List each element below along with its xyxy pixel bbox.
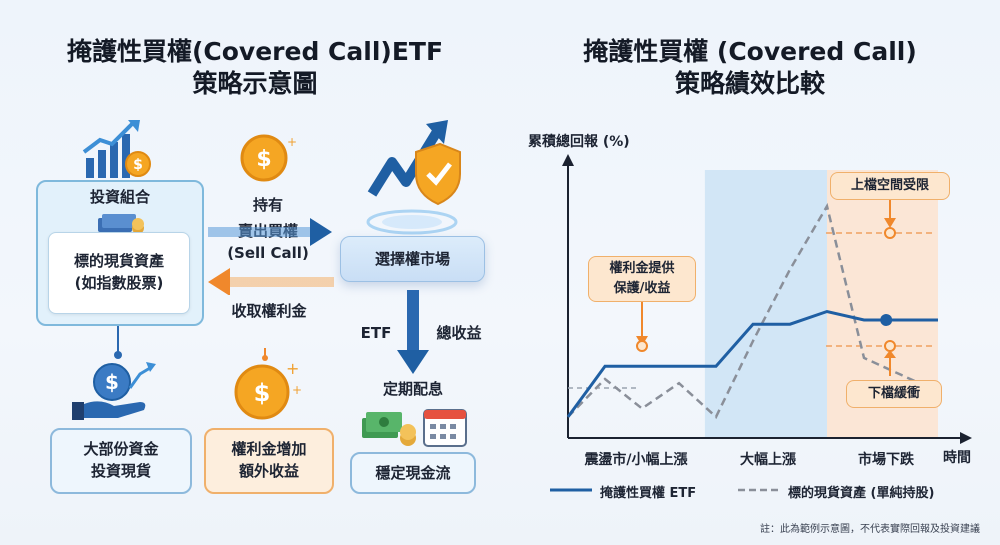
right-title-line1: 掩護性買權 (Covered Call): [583, 37, 917, 66]
left-title-line1: 掩護性買權(Covered Call)ETF: [66, 37, 444, 66]
legend-label-cc: 掩護性買權 ETF: [600, 486, 697, 501]
svg-text:$: $: [256, 147, 271, 172]
capital-line2: 投資現貨: [90, 462, 151, 480]
money-stack-icon: [98, 214, 144, 234]
svg-text:+: +: [287, 135, 296, 149]
chart-ylabel: 累積總回報 (%): [528, 134, 630, 150]
region-label-rise: 大幅上漲: [740, 452, 796, 468]
series-line-covered-call: [566, 309, 938, 418]
premium-callout-line2: 保護/收益: [613, 281, 671, 296]
disclaimer-note: 註：此為範例示意圖，不代表實際回報及投資建議: [760, 524, 980, 535]
svg-text:$: $: [105, 370, 119, 394]
legend-swatch-spot: [738, 488, 780, 492]
sell-arrow-head: [310, 218, 332, 246]
upside-callout: 上檔空間受限: [830, 172, 950, 200]
portfolio-connector: [114, 326, 122, 359]
growth-chart-icon: $: [82, 120, 151, 178]
premium-line1: 權利金增加: [231, 440, 307, 458]
capital-label: 大部份資金 投資現貨: [50, 438, 192, 482]
cashflow-label: 穩定現金流: [375, 464, 451, 482]
premium-coin-icon: $ + +: [234, 348, 302, 420]
downside-callout: 下檔緩衝: [846, 380, 942, 408]
coin-icon: $ +: [240, 134, 296, 182]
left-title: 掩護性買權(Covered Call)ETF 策略示意圖: [20, 36, 490, 100]
region-label-range: 震盪市/小幅上漲: [584, 452, 688, 468]
legend-label-spot: 標的現貨資產 (單純持股): [788, 486, 935, 501]
premium-callout: 權利金提供 保護/收益: [588, 256, 696, 302]
asset-card: [48, 232, 190, 314]
svg-text:$: $: [254, 379, 271, 407]
premium-arrow-head: [208, 268, 230, 295]
cash-calendar-icon: [362, 409, 467, 447]
right-title: 掩護性買權 (Covered Call) 策略績效比較: [530, 36, 970, 100]
options-market-box: [340, 236, 485, 282]
asset-line1: 標的現貨資產: [73, 252, 164, 270]
etf-label: ETF: [360, 324, 392, 342]
distribution-label: 定期配息: [382, 380, 443, 398]
hand-dollar-icon: $: [72, 362, 156, 420]
premium-callout-line1: 權利金提供: [609, 261, 675, 276]
downside-callout-text: 下檔緩衝: [867, 386, 920, 401]
x-axis-arrow: [960, 432, 972, 444]
left-title-line2: 策略示意圖: [192, 69, 318, 98]
downside-callout-arrowhead: [884, 350, 896, 358]
downside-marker: [884, 340, 896, 352]
upside-callout-arrowhead: [884, 218, 896, 228]
total-return-label: 總收益: [436, 324, 482, 342]
asset-label: 標的現貨資產 (如指數股票): [48, 250, 190, 294]
collect-premium-label: 收取權利金: [231, 302, 307, 320]
premium-marker: [636, 340, 648, 352]
shield-growth-icon: [366, 120, 461, 235]
svg-text:$: $: [133, 157, 143, 173]
capital-line1: 大部份資金: [83, 440, 159, 458]
series-line-spot: [567, 202, 939, 419]
capital-card: [50, 428, 192, 494]
upside-marker: [884, 227, 896, 239]
flow-arrows: [208, 218, 334, 295]
asset-line2: (如指數股票): [74, 274, 164, 292]
svg-text:+: +: [292, 383, 302, 397]
market-label: 選擇權市場: [374, 250, 450, 268]
premium-card: [204, 428, 334, 494]
region-label-fall: 市場下跌: [858, 452, 914, 468]
down-arrow-icon: [397, 290, 429, 374]
premium-label: 權利金增加 額外收益: [204, 438, 334, 482]
hold-label: 持有: [252, 196, 283, 214]
y-axis-arrow: [562, 154, 574, 166]
portfolio-label: 投資組合: [89, 188, 150, 206]
cashflow-card: [350, 452, 476, 494]
sell-call-line2: (Sell Call): [227, 244, 309, 262]
legend-swatch-cc: [550, 488, 592, 492]
strong-rise-region: [704, 170, 827, 438]
chart-xlabel: 時間: [943, 450, 971, 466]
covered-call-end-point: [880, 313, 893, 326]
premium-line2: 額外收益: [238, 462, 299, 480]
svg-text:+: +: [286, 359, 299, 378]
right-title-line2: 策略績效比較: [674, 69, 825, 98]
upside-callout-text: 上檔空間受限: [850, 178, 929, 193]
